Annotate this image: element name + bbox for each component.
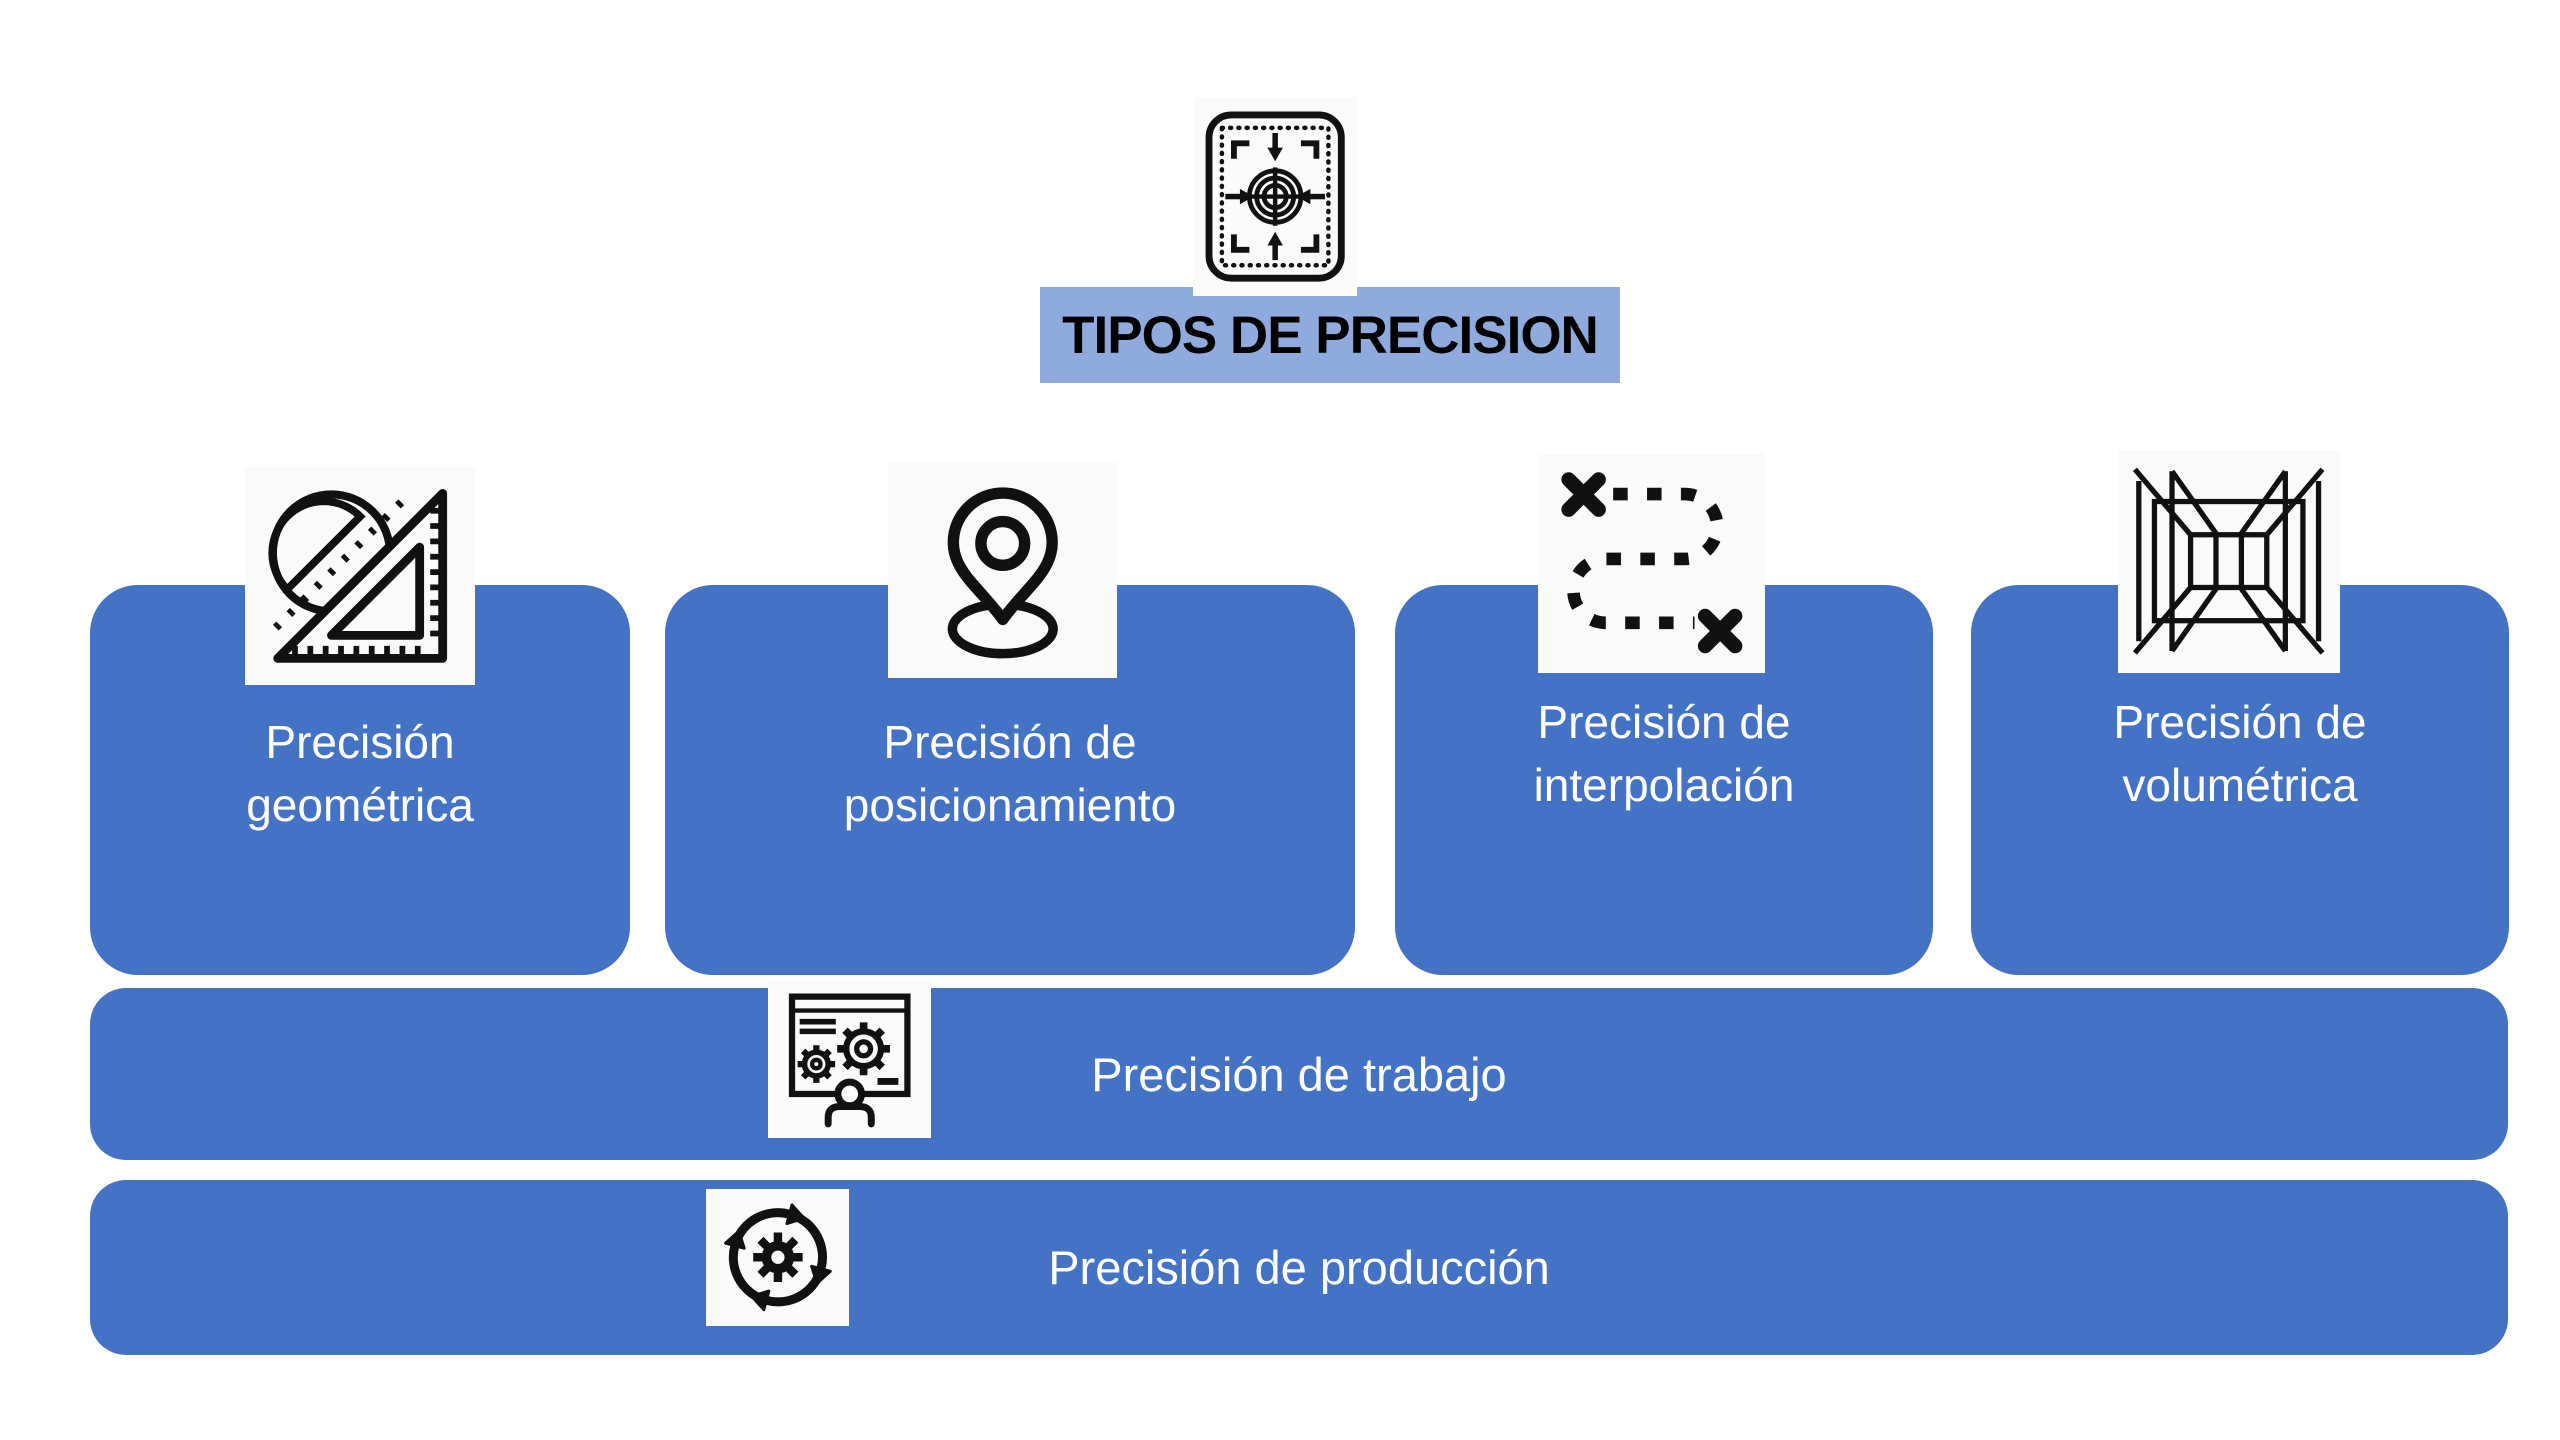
box-label-line2: geométrica [246, 779, 474, 831]
level-bar-produccion: Precisión de producción [90, 1180, 2508, 1355]
bar-label: Precisión de producción [1048, 1241, 1550, 1294]
wireframe-volume-icon [2133, 467, 2325, 656]
type-box-posicionamiento: Precisión de posicionamiento [665, 585, 1355, 975]
box-label-line1: Precisión de [2113, 696, 2367, 748]
box-label-line1: Precisión de [1537, 696, 1791, 748]
level-bar-trabajo: Precisión de trabajo [90, 988, 2508, 1160]
protractor-set-square-icon [268, 489, 447, 663]
box-label-line2: volumétrica [2122, 759, 2358, 811]
box-icon-card [2118, 450, 2340, 673]
gear-cycle-arrows-icon [715, 1197, 841, 1318]
header-icon-card [1193, 97, 1357, 296]
type-box-volumetrica: Precisión de volumétrica [1971, 585, 2509, 975]
calibration-target-icon [1205, 111, 1345, 282]
bar-icon-card [768, 980, 931, 1138]
screen-gears-person-icon [788, 994, 911, 1128]
dashed-route-icon [1560, 472, 1743, 654]
box-label-line1: Precisión de [883, 716, 1137, 768]
bar-icon-card [706, 1189, 849, 1326]
box-label-line2: posicionamiento [843, 779, 1177, 831]
box-label-line2: interpolación [1533, 759, 1795, 811]
location-pin-icon [947, 487, 1058, 659]
type-box-interpolacion: Precisión de interpolación [1395, 585, 1933, 975]
page-title: TIPOS DE PRECISION [1062, 305, 1599, 365]
box-label-line1: Precisión [265, 716, 455, 768]
box-icon-card [1538, 453, 1765, 673]
title-banner: TIPOS DE PRECISION [1040, 287, 1620, 383]
box-icon-card [245, 467, 475, 685]
bar-label: Precisión de trabajo [1091, 1047, 1507, 1101]
box-icon-card [888, 462, 1117, 678]
